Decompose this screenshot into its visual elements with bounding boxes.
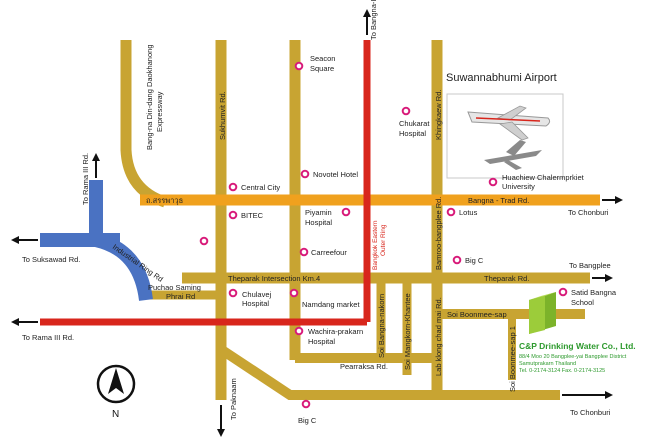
label-expressway-line2: Expressway xyxy=(155,91,164,132)
label-eastern-outer-ring-line2: Outer Ring xyxy=(380,224,387,256)
label-namdang: Namdang market xyxy=(302,300,360,309)
label-piyamin-2: Hospital xyxy=(305,218,332,227)
label-bamroo: Bamroo-bangplee Rd. xyxy=(434,197,443,270)
marker-seacon xyxy=(294,61,304,71)
marker-novotel xyxy=(300,169,310,179)
label-big-c-right: Big C xyxy=(465,256,484,265)
label-eastern-outer-ring-line1: Bangkok Eastern xyxy=(372,220,379,270)
label-to-chonburi-top: To Chonburi xyxy=(568,208,609,217)
road-industrial-ring xyxy=(40,180,153,302)
company-building-icon xyxy=(529,292,556,334)
marker-piyamin xyxy=(341,207,351,217)
label-soi-boonmee-sap: Soi Boonmee-sap xyxy=(447,310,507,319)
map-title: Suwannabhumi Airport xyxy=(446,72,557,84)
label-theparak-rd: Theparak Rd. xyxy=(484,274,529,283)
label-soi-bangna-nakorn: Soi Bangna-nakorn xyxy=(377,294,386,358)
label-soi-boonmee-sap-1: Soi Boonmee-sap 1 xyxy=(508,326,517,392)
label-to-rama-iii-top: To Rama III Rd. xyxy=(81,153,90,205)
label-chukarat-2: Hospital xyxy=(399,129,426,138)
marker-big-c-bottom xyxy=(301,399,311,409)
marker-huachiew xyxy=(488,177,498,187)
label-expressway-line1: Bang-na Din-dang Daokhanong xyxy=(145,45,154,151)
label-seacon: Seacon xyxy=(310,54,335,63)
marker-chulavej xyxy=(228,288,238,298)
company-address-1: 88/4 Moo 20 Bangplee-yai Bangplee Distri… xyxy=(519,354,627,360)
label-chulavej: Chulavej xyxy=(242,290,272,299)
marker-wachira xyxy=(294,326,304,336)
label-bangna-trad: Bangna - Trad Rd. xyxy=(468,196,529,205)
label-wachira: Wachira-prakarn xyxy=(308,327,363,336)
road-red-ring xyxy=(40,40,371,326)
label-seacon-2: Square xyxy=(310,64,334,73)
label-to-bangplee: To Bangplee xyxy=(569,261,611,270)
label-lab-klong: Lab klong chad mai Rd. xyxy=(434,297,443,376)
label-lotus: Lotus xyxy=(459,208,478,217)
label-to-paknaam: To Paknaam xyxy=(229,378,238,420)
marker-satid xyxy=(558,287,568,297)
label-novotel: Novotel Hotel xyxy=(313,170,358,179)
label-satid-2: School xyxy=(571,298,594,307)
compass-icon xyxy=(96,364,136,404)
label-huachiew-2: University xyxy=(502,182,535,191)
company-name: C&P Drinking Water Co., Ltd. xyxy=(519,341,636,351)
marker-big-c-right xyxy=(452,255,462,265)
label-satid: Satid Bangna xyxy=(571,288,617,297)
marker-central-city xyxy=(228,182,238,192)
label-piyamin: Piyamin xyxy=(305,208,332,217)
road-diagonal-chonburi xyxy=(219,345,560,400)
marker-lotus xyxy=(446,207,456,217)
label-puchao-line1: Puchao Saming xyxy=(148,283,201,292)
airplane-illustration xyxy=(446,93,564,179)
company-phone: Tel. 0-2174-3124 Fax. 0-2174-3125 xyxy=(519,368,605,374)
direction-arrows xyxy=(11,9,623,437)
marker-carrefour xyxy=(299,247,309,257)
label-to-rama-iii-left: To Rama III Rd. xyxy=(22,333,74,342)
marker-chukarat xyxy=(401,106,411,116)
marker-namdang xyxy=(289,288,299,298)
road-network xyxy=(120,40,590,400)
label-to-bangna-in: To Bangna-In xyxy=(369,0,378,40)
label-chulavej-2: Hospital xyxy=(242,299,269,308)
marker-bitec xyxy=(228,210,238,220)
label-to-chonburi-bottom: To Chonburi xyxy=(570,408,611,417)
company-address-2: Samutprakarn Thailand xyxy=(519,361,576,367)
label-to-suksawad: To Suksawad Rd. xyxy=(22,255,80,264)
label-theparak-intersection: Theparak Intersection Km.4 xyxy=(228,274,320,283)
compass-label: N xyxy=(112,409,119,420)
label-huachiew: Huachiew Chalermprkiet xyxy=(502,173,585,182)
label-puchao-line2: Phrai Rd xyxy=(166,292,195,301)
label-wachira-2: Hospital xyxy=(308,337,335,346)
label-sukhumvit: Sukhumvit Rd. xyxy=(218,91,227,140)
label-pearraksa: Pearraksa Rd. xyxy=(340,362,388,371)
label-khingkaew: Khingkaew Rd. xyxy=(434,90,443,140)
label-soi-mangkorn: Soi Mangkorn-Khantee xyxy=(403,293,412,370)
label-thai-road: ถ.สรรพาวุธ xyxy=(146,196,183,205)
marker-unnamed xyxy=(199,236,209,246)
label-big-c-bottom: Big C xyxy=(298,416,317,425)
label-chukarat: Chukarat xyxy=(399,119,430,128)
label-central-city: Central City xyxy=(241,183,280,192)
poi-markers xyxy=(199,61,568,409)
label-carrefour: Carreefour xyxy=(311,248,347,257)
label-bitec: BITEC xyxy=(241,211,264,220)
